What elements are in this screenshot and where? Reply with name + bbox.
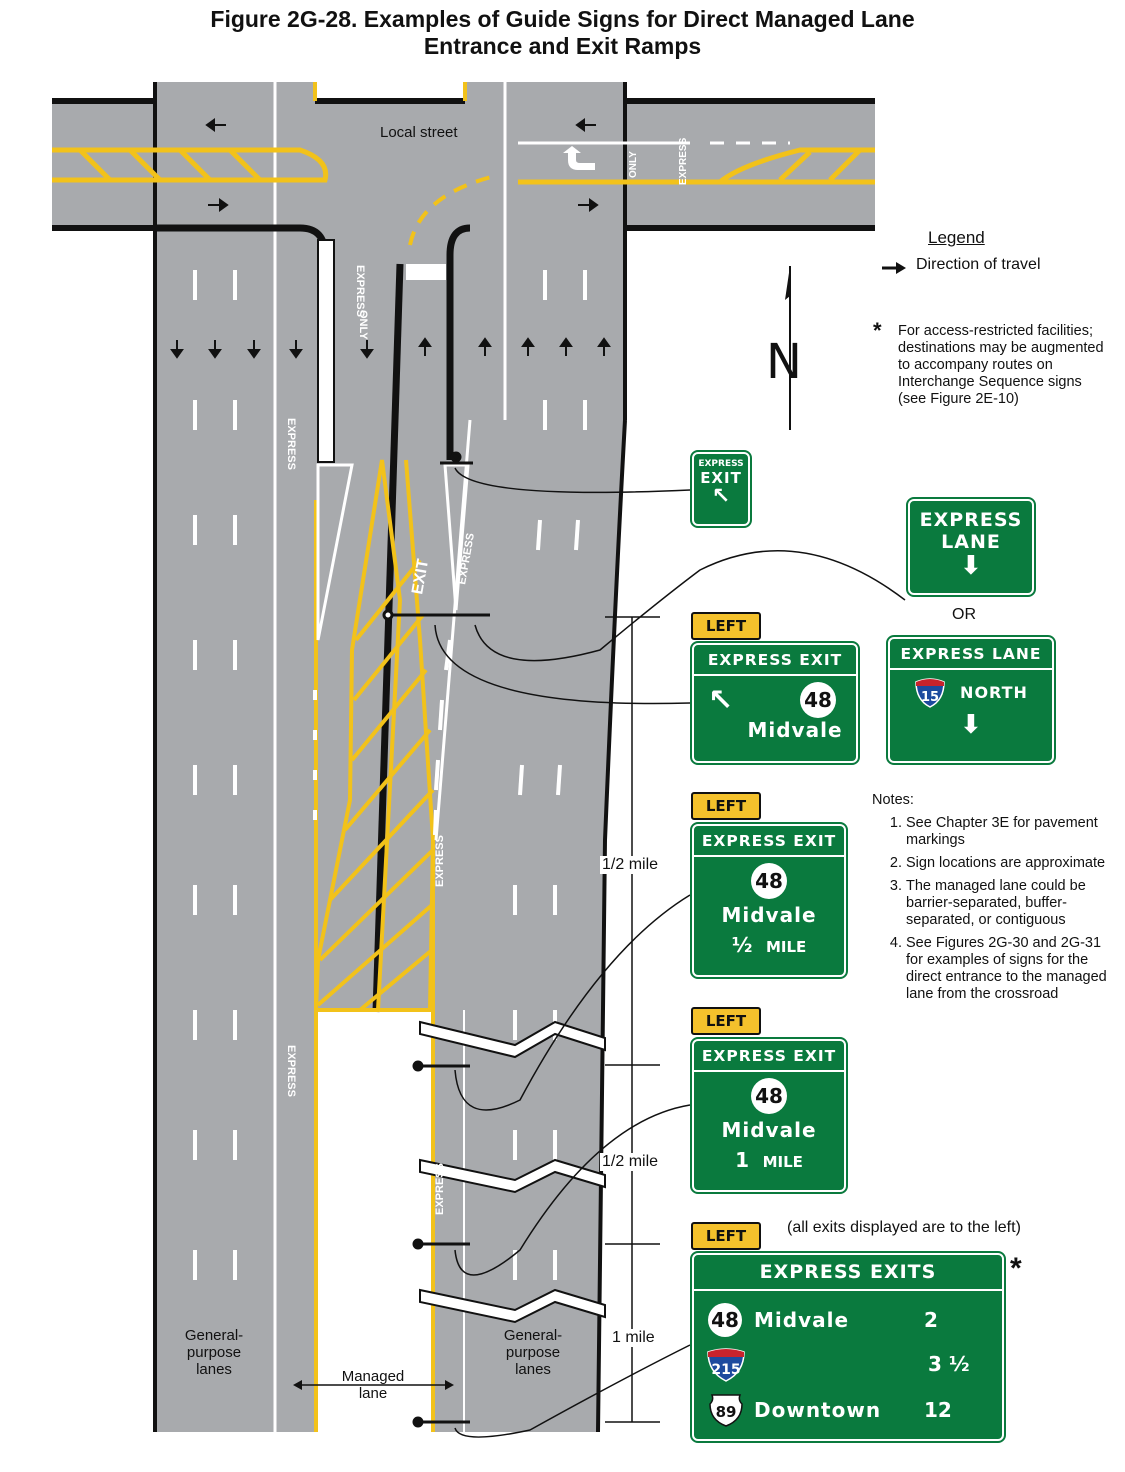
sequence-dist-1: 2 <box>924 1308 938 1332</box>
arrow-up-left-icon: ↖ <box>708 682 734 718</box>
managed-lane-label: Managed lane <box>341 1368 405 1402</box>
note-2: Sign locations are approximate <box>906 855 1112 872</box>
interstate-shield-icon: 215 <box>707 1348 745 1382</box>
exit-one-destination: Midvale <box>721 1118 817 1142</box>
express-exit-sign: EXPRESS EXIT ↖ <box>690 450 752 528</box>
sequence-dest-3: Downtown <box>754 1398 882 1422</box>
notes: Notes: See Chapter 3E for pavement marki… <box>872 792 1112 1009</box>
legend-heading: Legend <box>928 228 985 247</box>
exit-half-header: EXPRESS EXIT <box>694 826 844 857</box>
all-exits-note: (all exits displayed are to the left) <box>787 1219 1021 1236</box>
median-block <box>318 1010 430 1432</box>
notes-heading: Notes: <box>872 792 914 808</box>
express-lane-route-header: EXPRESS LANE <box>890 639 1052 670</box>
pavement-exit: EXIT <box>409 557 432 595</box>
buffer-hatch <box>313 459 403 1012</box>
express-lane-sign: EXPRESS LANE ⬇ <box>906 497 1036 597</box>
center-barrier <box>372 263 404 1013</box>
sequence-row-1: 48 Midvale 2 <box>694 1291 1002 1339</box>
pavement-express-2: EXPRESS <box>285 1045 297 1097</box>
legend: Legend Direction of travel <box>880 228 1041 274</box>
express-lane-line2: LANE <box>941 531 1001 553</box>
arrow-up-left-icon: ↖ <box>711 484 731 509</box>
sequence-asterisk-icon: * <box>1010 1252 1022 1285</box>
legend-item: Direction of travel <box>916 256 1041 273</box>
title-line-1: Figure 2G-28. Examples of Guide Signs fo… <box>210 6 915 32</box>
title-line-2: Entrance and Exit Ramps <box>423 33 702 59</box>
note-3: The managed lane could be barrier-separa… <box>906 878 1112 929</box>
exit-half-unit: MILE <box>765 938 807 956</box>
interchange-sequence-sign: EXPRESS EXITS 48 Midvale 2 215 3 ½ 89 Do… <box>690 1251 1006 1443</box>
pavement-express-7: EXPRESS <box>434 1163 446 1215</box>
ramp-barrier-right <box>446 224 471 460</box>
note-1: See Chapter 3E for pavement markings <box>906 815 1112 849</box>
gp-lanes-right-label: General-purpose lanes <box>503 1327 563 1378</box>
footnote: * For access-restricted facilities; dest… <box>873 318 1113 408</box>
express-exit-sign-top: EXPRESS <box>698 459 744 469</box>
interstate-route-number: 15 <box>921 690 939 705</box>
distance-label-1: 1/2 mile <box>600 856 661 874</box>
pavement-express-4: EXPRESS <box>678 137 689 185</box>
us-route-number: 89 <box>716 1403 737 1421</box>
sequence-dist-2: 3 ½ <box>928 1352 970 1376</box>
express-exit-sign-main: EXIT <box>700 469 742 487</box>
north-label: N <box>766 334 802 390</box>
pavement-only-1: ONLY <box>357 310 369 340</box>
exit-one-header: EXPRESS EXIT <box>694 1041 844 1072</box>
figure-title: Figure 2G-28. Examples of Guide Signs fo… <box>0 6 1125 60</box>
exit-number-shield: 48 <box>751 1078 787 1114</box>
exit-gore-sign: EXPRESS EXIT ↖ 48 Midvale <box>690 641 860 765</box>
exit-half-destination: Midvale <box>721 903 817 927</box>
exit-one-mile-sign: EXPRESS EXIT 48 Midvale 1 MILE <box>690 1037 848 1194</box>
sequence-dest-1: Midvale <box>754 1308 850 1332</box>
express-lane-route-sign: EXPRESS LANE 15 NORTH ⬇ <box>886 635 1056 765</box>
pavement-only-2: ONLY <box>628 151 639 178</box>
street-label: Local street <box>380 124 458 141</box>
left-plaque-1: LEFT <box>691 612 761 640</box>
pavement-express-6: EXPRESS <box>434 835 446 887</box>
direction-label: NORTH <box>960 682 1028 702</box>
distance-label-2: 1/2 mile <box>600 1153 661 1171</box>
general-purpose-lanes-left <box>155 82 315 1432</box>
sequence-row-2: 215 3 ½ <box>694 1339 1002 1383</box>
note-4: See Figures 2G-30 and 2G-31 for examples… <box>906 935 1112 1003</box>
or-label: OR <box>952 606 976 623</box>
north-arrow <box>785 266 791 430</box>
exit-number-shield: 48 <box>708 1303 742 1337</box>
interstate-shield-icon: 15 <box>915 678 945 708</box>
sequence-header: EXPRESS EXITS <box>694 1255 1002 1291</box>
pavement-express-3: EXPRESS <box>354 265 366 317</box>
us-route-shield-icon: 89 <box>709 1394 743 1427</box>
distance-label-3: 1 mile <box>610 1329 657 1347</box>
exit-gore-destination: Midvale <box>747 718 843 742</box>
asterisk-icon: * <box>873 318 882 343</box>
exit-number-shield: 48 <box>800 682 836 718</box>
gp-lanes-left-label: General-purpose lanes <box>184 1327 244 1378</box>
exit-number-shield: 48 <box>751 863 787 899</box>
left-plaque-2: LEFT <box>691 792 761 820</box>
interstate-route-number: 215 <box>711 1362 740 1378</box>
pavement-express-1: EXPRESS <box>285 418 297 470</box>
footnote-text: For access-restricted facilities; destin… <box>898 323 1104 407</box>
exit-gore-header: EXPRESS EXIT <box>694 645 856 676</box>
exit-half-mile-sign: EXPRESS EXIT 48 Midvale ½ MILE <box>690 822 848 979</box>
express-lane-line1: EXPRESS <box>919 509 1023 531</box>
left-plaque-3: LEFT <box>691 1007 761 1035</box>
exit-one-unit: MILE <box>762 1153 803 1171</box>
arrow-down-icon: ⬇ <box>960 710 982 740</box>
sequence-row-3: 89 Downtown 12 <box>694 1383 1002 1429</box>
left-plaque-4: LEFT <box>691 1222 761 1250</box>
exit-half-distance: ½ <box>731 933 753 957</box>
arrow-down-icon: ⬇ <box>960 551 982 581</box>
sequence-dist-3: 12 <box>924 1398 952 1422</box>
exit-one-distance: 1 <box>735 1148 750 1172</box>
